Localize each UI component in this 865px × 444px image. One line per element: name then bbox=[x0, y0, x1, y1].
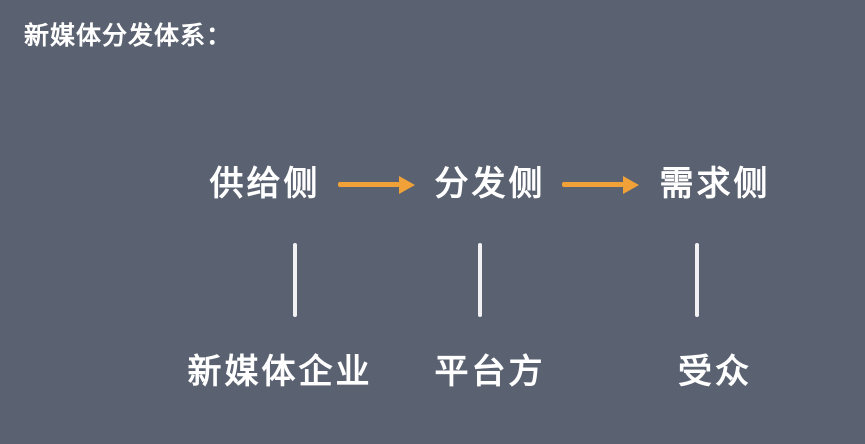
connector-supply-side bbox=[293, 243, 297, 317]
arrow-distribution-to-demand-icon bbox=[562, 182, 624, 187]
connector-distribution-side bbox=[478, 243, 482, 317]
connector-demand-side bbox=[695, 243, 699, 317]
label-platform-party: 平台方 bbox=[434, 353, 546, 391]
diagram-title: 新媒体分发体系： bbox=[24, 22, 233, 50]
label-new-media-enterprise: 新媒体企业 bbox=[187, 353, 373, 391]
node-demand-side: 需求侧 bbox=[659, 165, 771, 203]
node-distribution-side: 分发侧 bbox=[434, 165, 546, 203]
label-audience: 受众 bbox=[678, 353, 752, 391]
node-supply-side: 供给侧 bbox=[209, 165, 321, 203]
arrow-supply-to-distribution-icon bbox=[338, 182, 400, 187]
